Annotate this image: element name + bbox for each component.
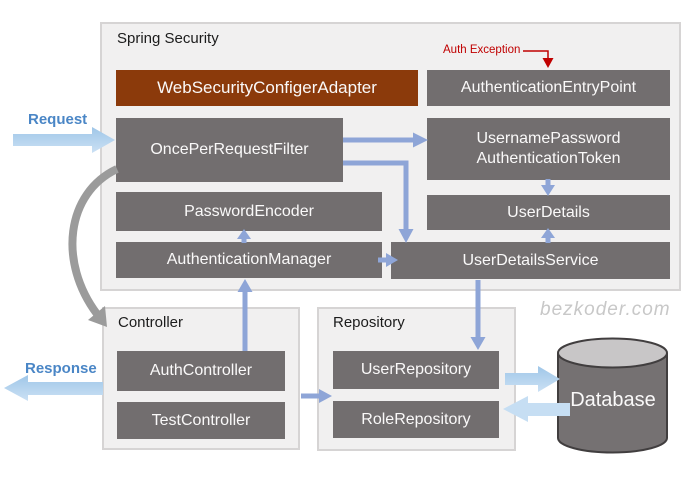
spring-security-group-title: Spring Security [117, 30, 219, 47]
response-label: Response [25, 360, 97, 377]
request-label: Request [28, 111, 88, 128]
database-label: Database [570, 389, 656, 411]
node-authentication-entry-point: AuthenticationEntryPoint [427, 70, 670, 106]
bezkoder-watermark: bezkoder.com [540, 299, 671, 320]
auth-exception-label: Auth Exception [443, 44, 521, 56]
node-web-security-configer-adapter: WebSecurityConfigerAdapter [116, 70, 418, 106]
token-label-line1: UsernamePassword [476, 130, 621, 147]
controller-group-title: Controller [118, 314, 184, 331]
node-auth-controller: AuthController [117, 351, 285, 391]
node-once-per-request-filter: OncePerRequestFilter [116, 118, 343, 182]
node-user-repository: UserRepository [333, 351, 499, 389]
response-arrow [4, 375, 103, 401]
node-username-password-authentication-token: UsernamePassword AuthenticationToken [427, 118, 670, 180]
node-password-encoder: PasswordEncoder [116, 192, 382, 231]
node-user-details-service: UserDetailsService [391, 242, 670, 279]
node-test-controller: TestController [117, 402, 285, 439]
repository-group-title: Repository [333, 314, 405, 331]
node-role-repository: RoleRepository [333, 401, 499, 438]
token-label-line2: AuthenticationToken [476, 150, 621, 167]
node-user-details: UserDetails [427, 195, 670, 230]
node-authentication-manager: AuthenticationManager [116, 242, 382, 278]
